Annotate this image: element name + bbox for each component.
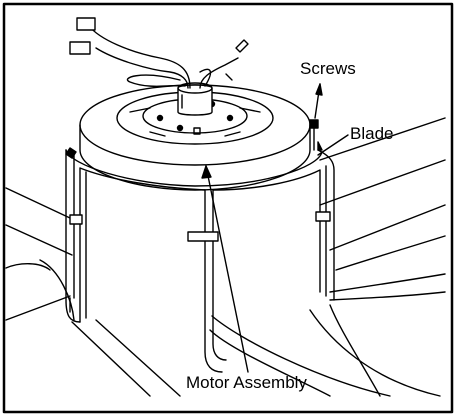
motor-assembly-label: Motor Assembly bbox=[186, 373, 307, 392]
motor-disc bbox=[65, 82, 323, 191]
motor-leader bbox=[205, 165, 249, 373]
blade-leader bbox=[317, 134, 349, 156]
blade-right bbox=[319, 117, 446, 301]
housing bbox=[65, 149, 335, 373]
blade-label: Blade bbox=[350, 124, 394, 143]
blade-left bbox=[5, 187, 75, 321]
screws-drawing bbox=[65, 119, 323, 159]
motor-arrowhead bbox=[201, 165, 212, 179]
wires bbox=[69, 17, 249, 89]
screws-label: Screws bbox=[300, 59, 356, 78]
blade-bottom bbox=[69, 297, 441, 397]
